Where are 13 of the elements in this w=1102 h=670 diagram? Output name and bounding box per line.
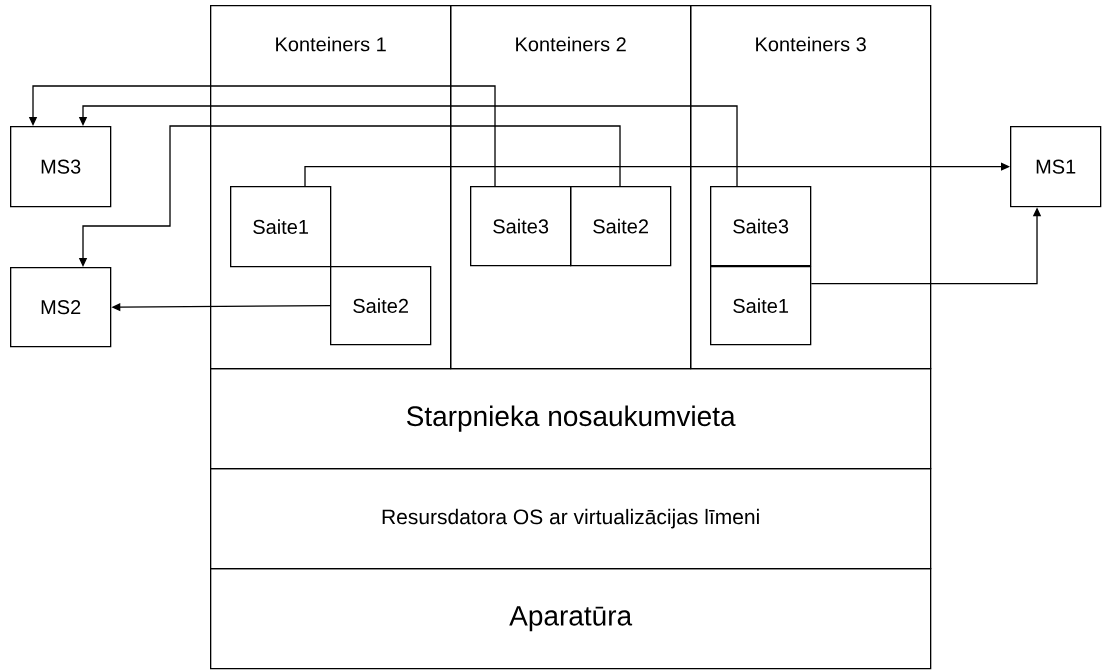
process-box: Saite2 [570, 186, 672, 267]
layer-band: Aparatūra [210, 568, 932, 670]
arrow [304, 162, 1010, 187]
process-box: Saite1 [710, 266, 812, 346]
process-box: MS3 [10, 126, 112, 208]
process-box: Saite2 [330, 266, 432, 346]
process-box: Saite3 [710, 186, 812, 267]
layer-band: Starpnieka nosaukumvieta [210, 368, 932, 470]
process-box: Saite3 [470, 186, 572, 267]
process-box: MS1 [1010, 126, 1102, 208]
layer-band: Resursdatora OS ar virtualizācijas līmeni [210, 468, 932, 570]
process-box: Saite1 [230, 186, 332, 268]
process-box: MS2 [10, 267, 112, 348]
